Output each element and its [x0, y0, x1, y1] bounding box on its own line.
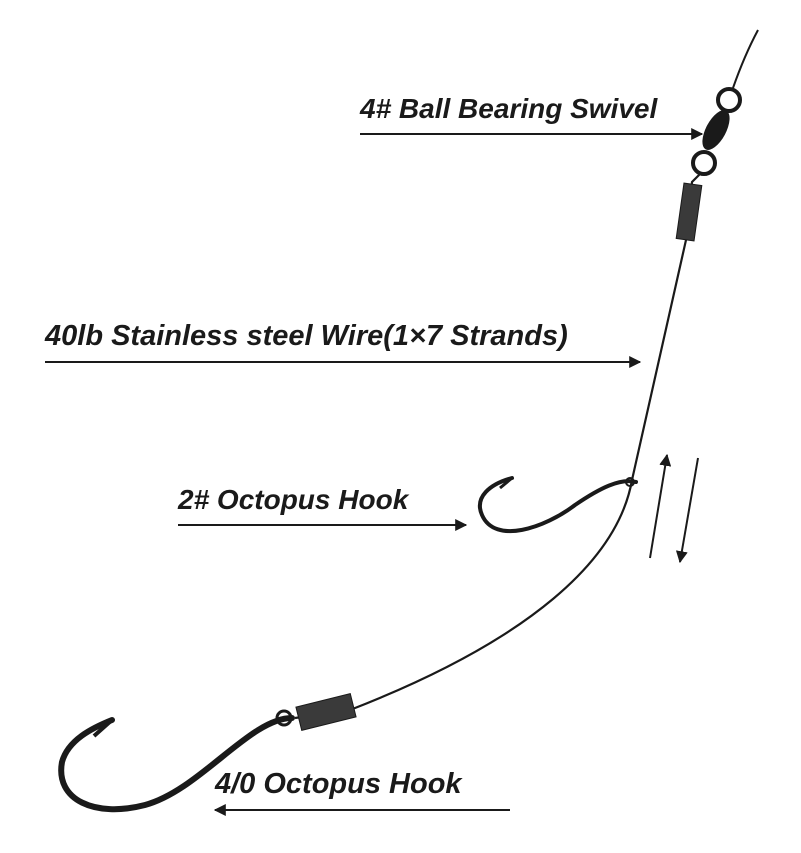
small-hook-label: 2# Octopus Hook [178, 484, 409, 515]
main-line [732, 29, 759, 89]
double-arrow-icon [649, 453, 699, 564]
swivel-bottom-ring [691, 150, 717, 176]
small-hook-eye [625, 477, 635, 487]
ball-bearing-swivel [691, 87, 742, 176]
upper-crimp-sleeve [675, 182, 703, 242]
large-octopus-hook [58, 715, 295, 813]
arrow-up [649, 453, 672, 559]
swivel-body [702, 110, 730, 150]
lower-crimp-sleeve [295, 692, 357, 732]
large-hook-label: 4/0 Octopus Hook [215, 768, 462, 800]
arrow-down [675, 457, 699, 564]
stainless-steel-wire [294, 173, 701, 720]
small-hook-barb [499, 476, 513, 490]
wire-label: 40lb Stainless steel Wire(1×7 Strands) [45, 320, 568, 352]
swivel-label: 4# Ball Bearing Swivel [360, 93, 658, 124]
swivel-top-ring [716, 87, 742, 113]
small-octopus-hook [478, 476, 638, 533]
large-hook-barb [92, 718, 114, 738]
large-hook-eye [275, 709, 293, 727]
